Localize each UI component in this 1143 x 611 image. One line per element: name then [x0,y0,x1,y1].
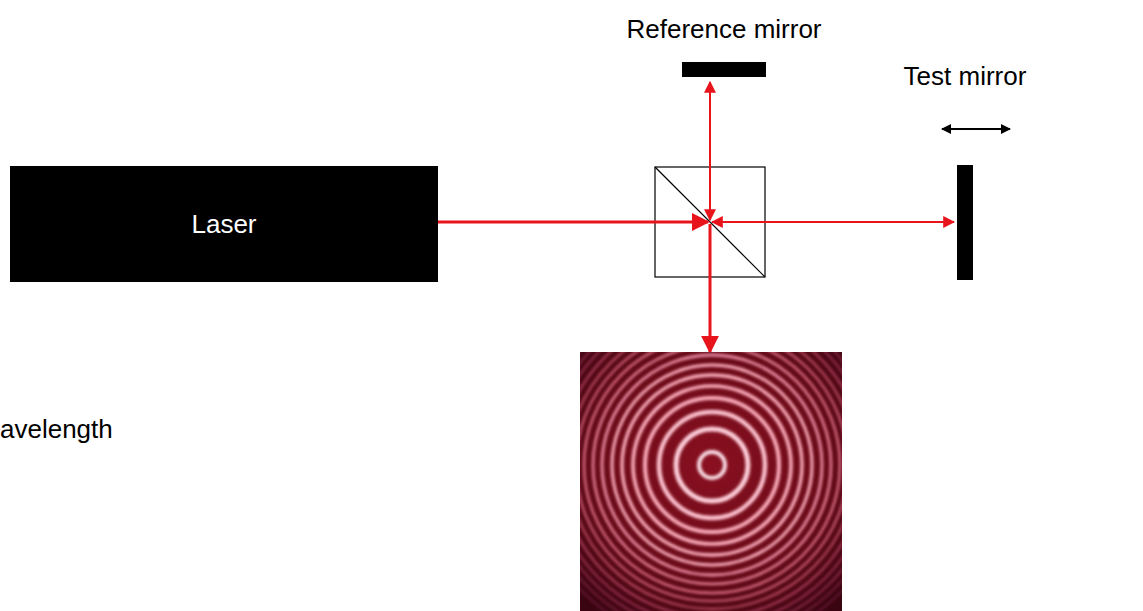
fringe-pattern [580,352,842,611]
laser-box: Laser [10,166,438,282]
test-beam [712,221,954,223]
reference-beam [709,82,711,220]
laser-beam [438,221,708,224]
mirror-label: Test mirror [904,61,1027,92]
box-label: Laser [191,209,256,240]
test-mirror: Test mirror [957,165,973,280]
cut-off-text: avelength [0,414,113,445]
mirror-label: Reference mirror [626,14,821,45]
motion-arrow [942,128,1010,130]
reference-mirror: Reference mirror [682,62,766,77]
output-beam [709,224,712,352]
